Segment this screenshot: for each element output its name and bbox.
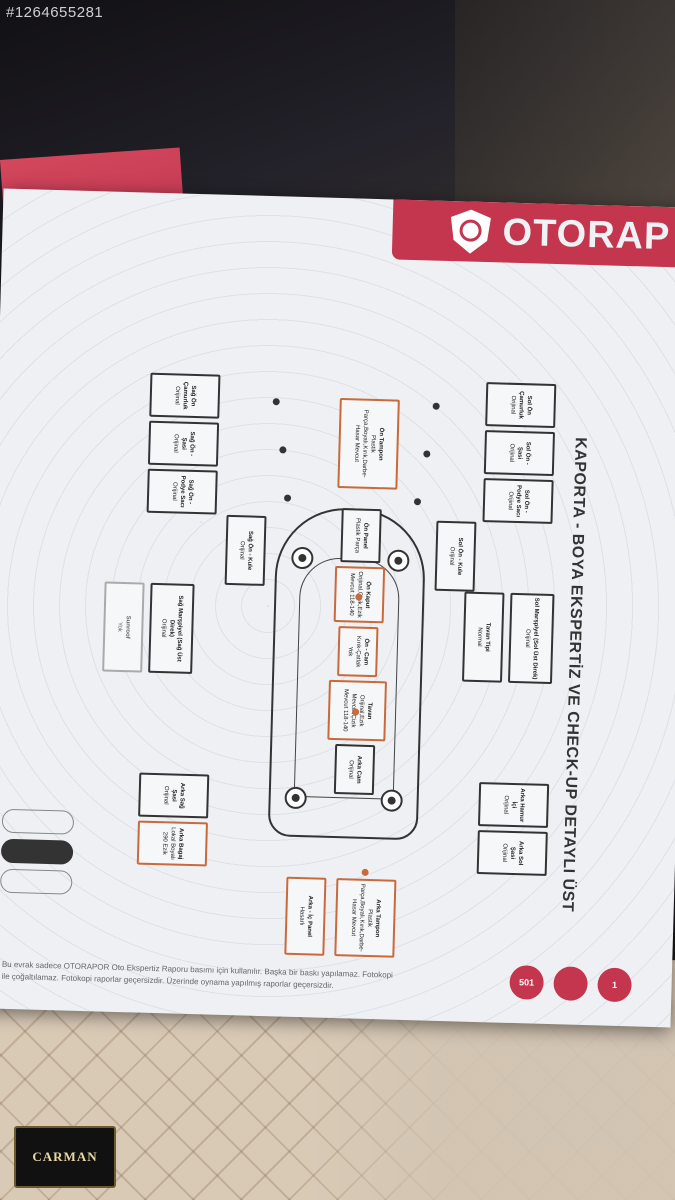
connector-dot xyxy=(283,494,292,502)
car-icon xyxy=(0,838,74,865)
brand-name: OTORAP xyxy=(501,210,671,258)
car-icon xyxy=(0,868,73,895)
badge-one: 1 xyxy=(597,967,633,1003)
badge-seal-icon xyxy=(553,966,589,1002)
car-icon xyxy=(1,808,75,835)
connector-dot xyxy=(272,398,280,406)
certification-badges: 501 1 xyxy=(509,964,633,1003)
car-diagram: KAPORTA - BOYA EKSPERTİZ VE CHECK-UP DET… xyxy=(0,348,621,1006)
report-header: OTORAP xyxy=(391,199,675,268)
carman-logo-text: CARMAN xyxy=(32,1149,98,1164)
part-sag-marspiyel: Sağ Marşpiyel (Sağ Üst Direk)Orijinal xyxy=(148,582,195,674)
badge-501: 501 xyxy=(509,964,545,1000)
report-title: KAPORTA - BOYA EKSPERTİZ VE CHECK-UP DET… xyxy=(558,436,589,913)
connector-dot xyxy=(361,868,369,876)
shield-logo-icon xyxy=(450,209,491,254)
rotated-diagram: KAPORTA - BOYA EKSPERTİZ VE CHECK-UP DET… xyxy=(0,348,601,985)
connector-dot xyxy=(432,402,440,410)
connector-dot xyxy=(279,446,287,454)
inspection-report-sheet: OTORAP KAPORTA - BOYA EKSPERTİZ VE CHECK… xyxy=(0,188,675,1028)
connector-dot xyxy=(423,450,431,458)
connector-dot xyxy=(413,498,422,506)
photo-id: #1264655281 xyxy=(6,4,104,21)
carman-logo: CARMAN xyxy=(14,1126,116,1188)
seat-highlight xyxy=(300,1000,675,1200)
part-sol-marspiyel: Sol Marşpiyel (Sol Üst Direk)Orijinal xyxy=(507,592,555,685)
vehicle-type-icons xyxy=(0,808,82,901)
